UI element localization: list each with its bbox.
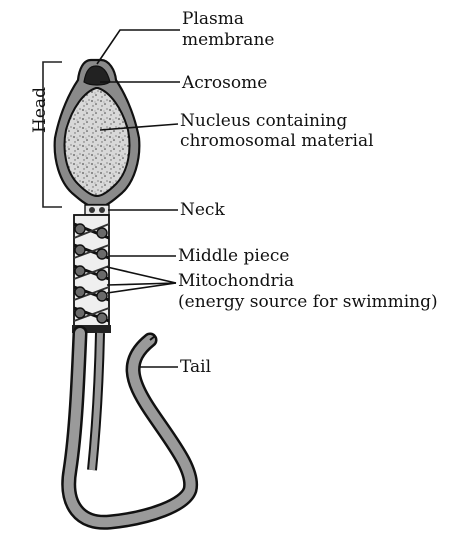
mitochondria-label-line1: Mitochondria [178,272,294,291]
neck-label: Neck [180,201,225,220]
nucleus-label-line1: Nucleus containing [180,112,347,131]
plasma-membrane-label-line1: Plasma [182,10,244,29]
nucleus-label-line2: chromosomal material [180,132,374,151]
mitochondria-label-line2: (energy source for swimming) [178,293,438,312]
acrosome-label: Acrosome [182,74,267,93]
neck [85,205,109,215]
middle-piece-label: Middle piece [178,247,289,266]
plasma-membrane-label-line2: membrane [182,31,274,50]
tail-label: Tail [180,358,211,377]
head-label: Head [30,80,50,140]
